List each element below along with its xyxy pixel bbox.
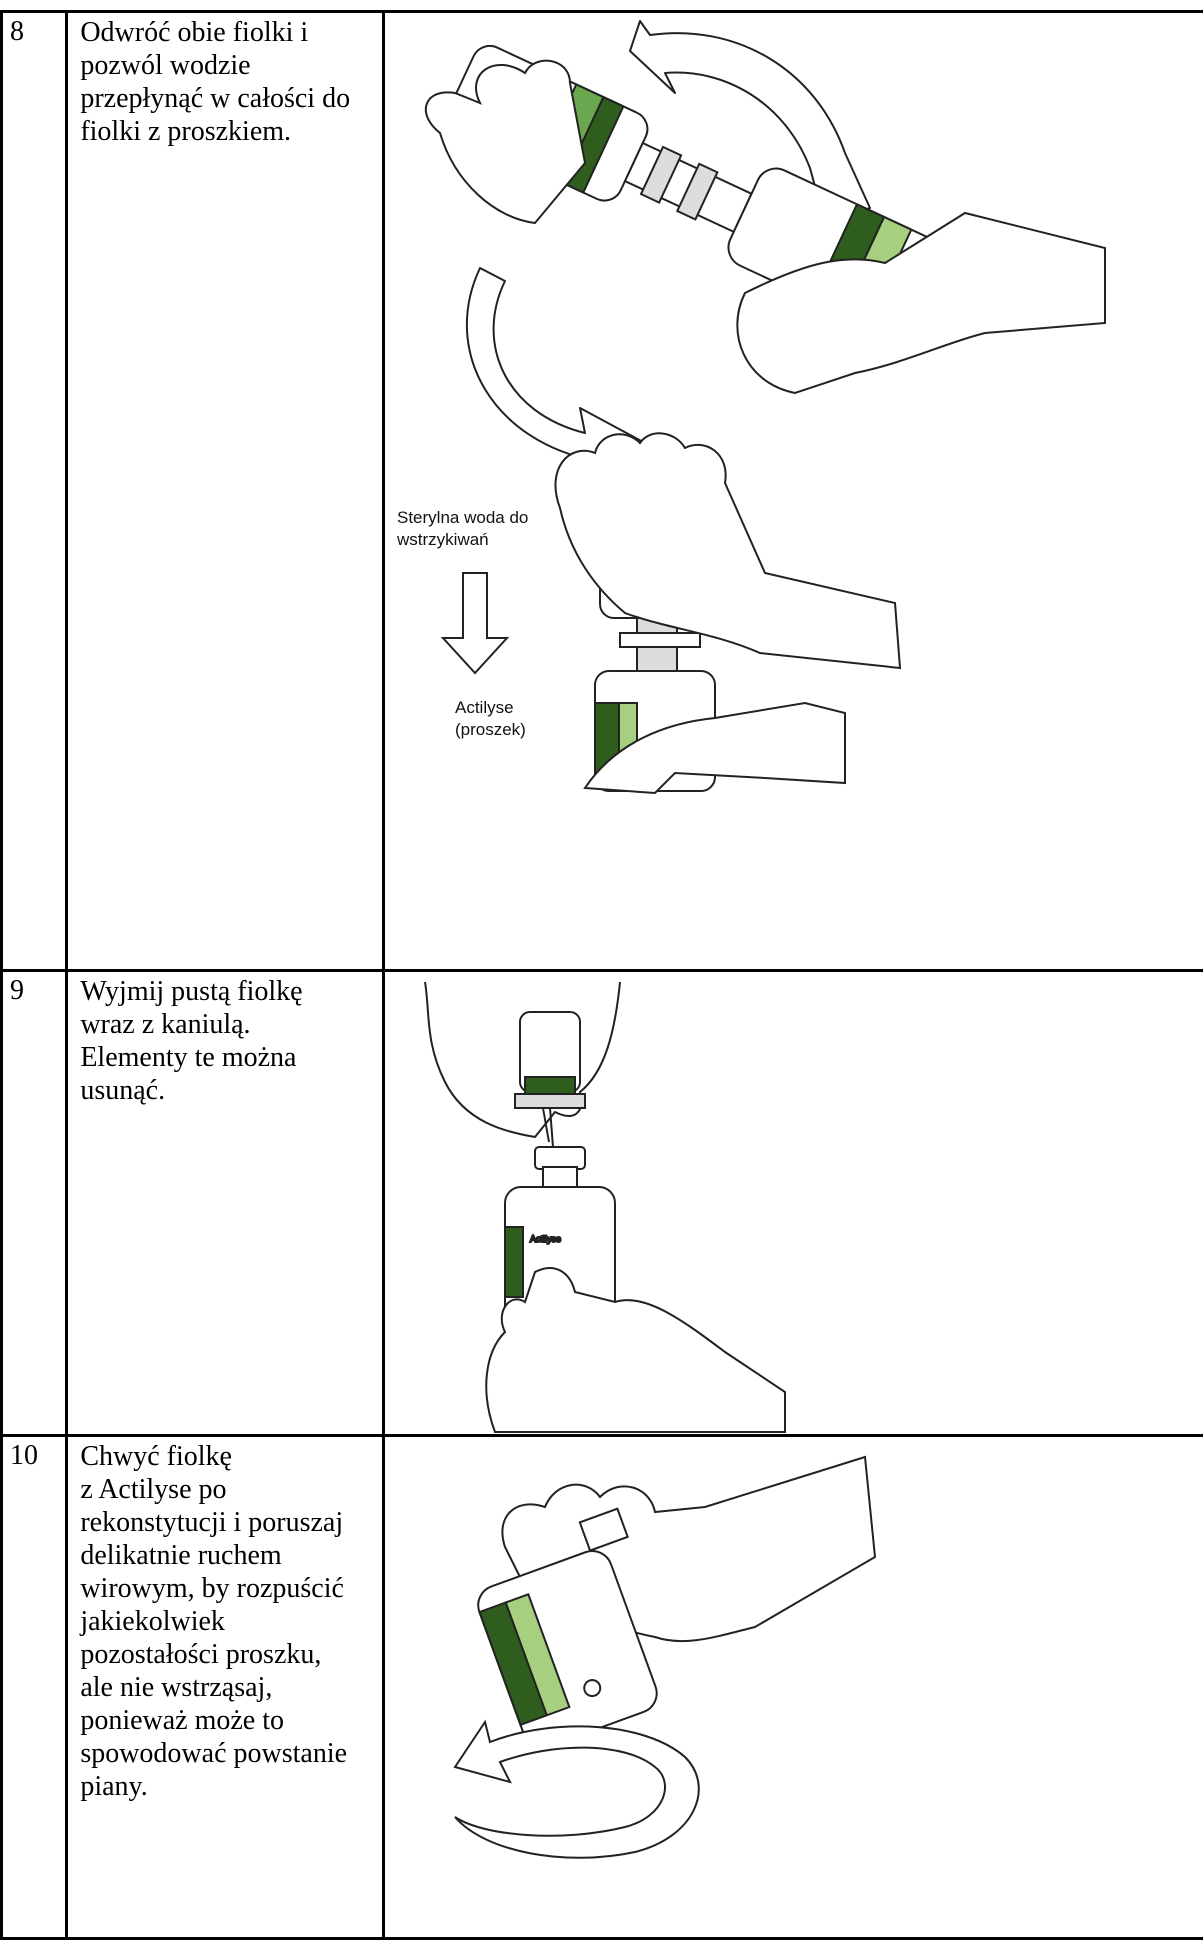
powder-label-line2: (proszek) (455, 720, 526, 739)
glove-hand-holding (486, 1268, 785, 1432)
step-number: 10 (3, 1437, 65, 1472)
step-text-cell: Odwróć obie fiolki i pozwól wodzie przep… (67, 12, 384, 971)
step-text: Wyjmij pustą fiolkę wraz z kaniulą. Elem… (68, 972, 382, 1107)
step-row-9: 9 Wyjmij pustą fiolkę wraz z kaniulą. El… (2, 971, 1203, 1436)
step-number: 9 (3, 972, 65, 1007)
step-illustration-cell: Sterylna woda do wstrzykiwań Actilyse (p… (383, 12, 1203, 971)
step-illustration-cell (383, 1436, 1203, 1939)
water-label-line1: Sterylna woda do (397, 508, 528, 527)
remove-empty-vial-illustration: Actilyse (385, 972, 1203, 1434)
water-label-line2: wstrzykiwań (396, 530, 489, 549)
vial-label-text: Actilyse (530, 1234, 561, 1244)
steps-table: 8 Odwróć obie fiolki i pozwól wodzie prz… (0, 10, 1203, 1940)
step-illustration-cell: Actilyse (383, 971, 1203, 1436)
swirl-arrow-icon (455, 1722, 699, 1858)
step-text-cell: Wyjmij pustą fiolkę wraz z kaniulą. Elem… (67, 971, 384, 1436)
step-number-cell: 8 (2, 12, 67, 971)
glove-hand-left-top (426, 61, 585, 223)
step-number: 8 (3, 13, 65, 48)
step-number-cell: 9 (2, 971, 67, 1436)
glove-hand-upper (555, 433, 900, 668)
step-number-cell: 10 (2, 1436, 67, 1939)
powder-label-line1: Actilyse (455, 698, 514, 717)
step-row-8: 8 Odwróć obie fiolki i pozwól wodzie prz… (2, 12, 1203, 971)
step-text: Chwyć fiolkę z Actilyse po rekonstytucji… (68, 1437, 382, 1803)
step-row-10: 10 Chwyć fiolkę z Actilyse po rekonstytu… (2, 1436, 1203, 1939)
down-arrow-icon (443, 573, 507, 673)
invert-vials-illustration: Sterylna woda do wstrzykiwań Actilyse (p… (385, 13, 1203, 969)
step-text-cell: Chwyć fiolkę z Actilyse po rekonstytucji… (67, 1436, 384, 1939)
step-text: Odwróć obie fiolki i pozwól wodzie przep… (68, 13, 382, 148)
swirl-vial-illustration (385, 1437, 1203, 1937)
